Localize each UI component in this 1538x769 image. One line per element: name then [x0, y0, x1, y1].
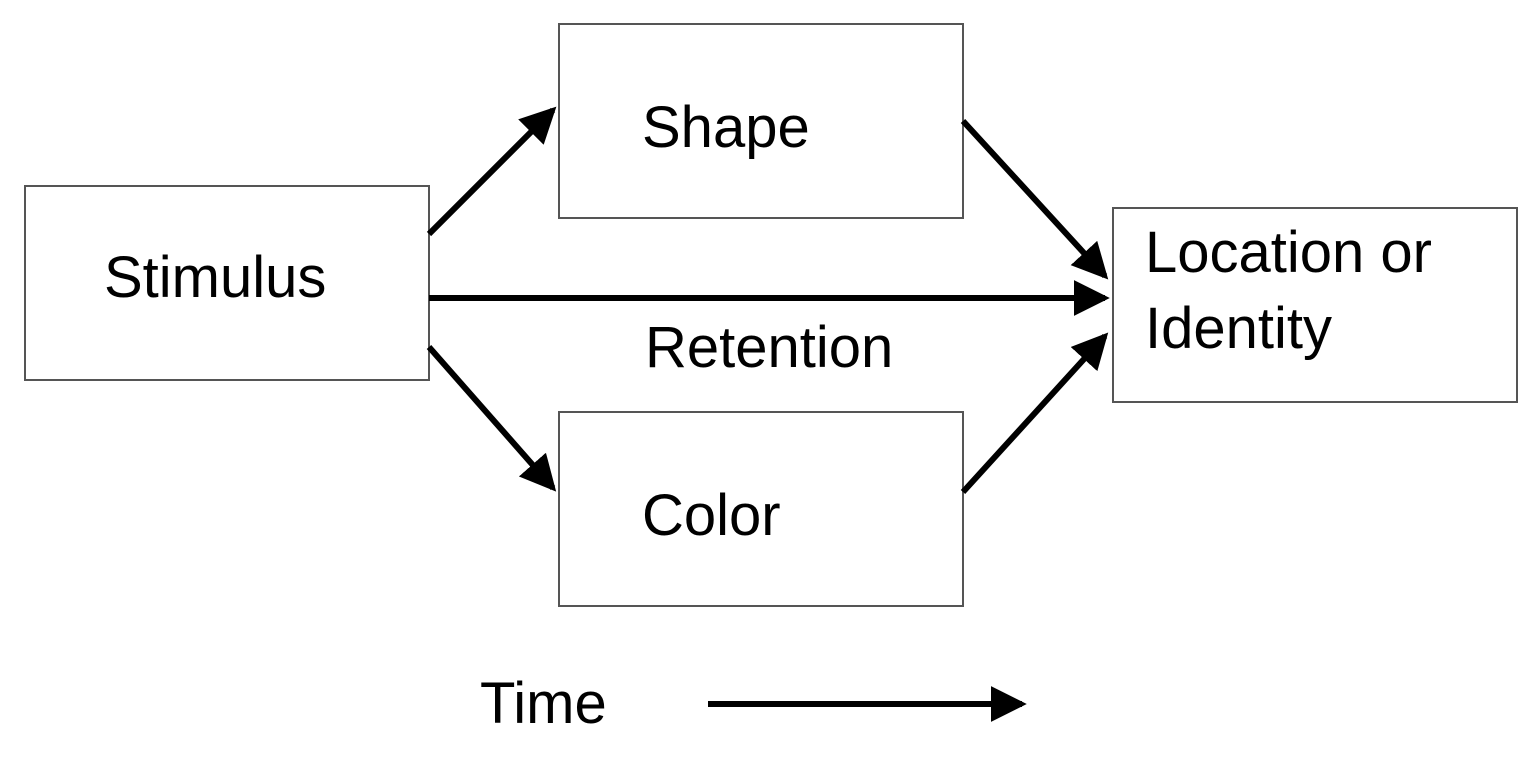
color-label: Color	[642, 483, 781, 548]
location-identity-label-line1: Location or	[1145, 220, 1432, 285]
shape-label: Shape	[642, 95, 810, 160]
location-identity-label-line2: Identity	[1145, 296, 1332, 361]
arrow-stimulus-to-shape	[426, 106, 557, 237]
stimulus-node: Stimulus	[24, 185, 430, 381]
time-label: Time	[480, 671, 607, 736]
shape-node: Shape	[558, 23, 964, 219]
arrow-stimulus-to-color	[426, 345, 557, 492]
color-node: Color	[558, 411, 964, 607]
arrow-shape-to-location-identity	[960, 118, 1109, 280]
stimulus-label: Stimulus	[104, 245, 326, 310]
location-identity-node: Location or Identity	[1112, 207, 1518, 403]
retention-label: Retention	[645, 315, 893, 380]
arrow-color-to-location-identity	[960, 332, 1109, 495]
